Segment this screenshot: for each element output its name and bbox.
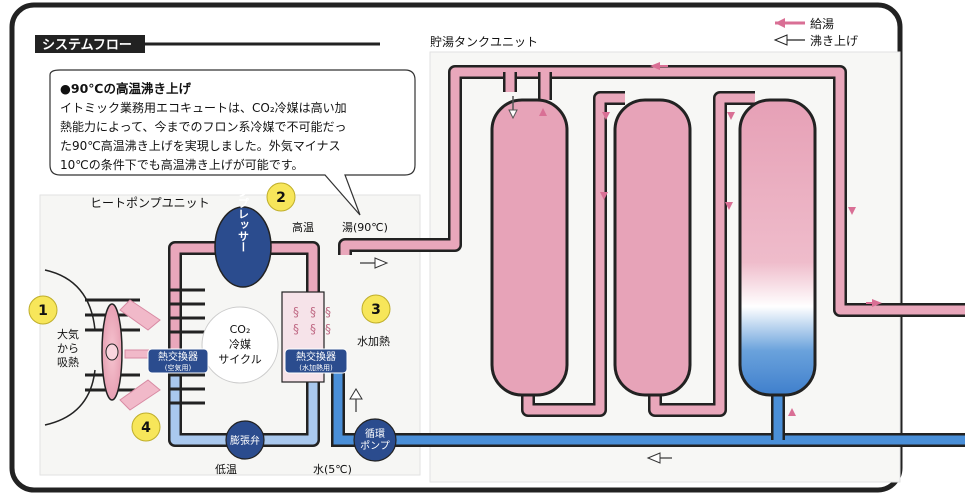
air-heat-exchanger-badge	[147, 348, 209, 374]
legend-supply-arrow	[775, 18, 785, 28]
legend-boil-arrow	[773, 34, 788, 46]
hot-water-label: 湯(90℃)	[342, 221, 388, 234]
svg-text:§: §	[310, 322, 316, 336]
pump-label-1: 循環	[365, 427, 385, 440]
svg-text:§: §	[310, 305, 316, 319]
air-heat-label-3: 吸熱	[57, 356, 79, 369]
svg-text:2: 2	[276, 190, 286, 206]
air-flow-curve-bottom	[44, 369, 96, 426]
co2-label-1: CO₂	[230, 323, 251, 336]
air-heat-label-1: 大気	[57, 327, 79, 341]
tank-unit-label: 貯湯タンクユニット	[430, 35, 538, 49]
cold-water-pipes	[331, 360, 965, 447]
water-hx-label-1: 熱交換器	[296, 350, 336, 363]
storage-tank-3	[738, 98, 817, 397]
step-marker-3: 3	[361, 294, 391, 324]
svg-text:§: §	[293, 305, 299, 319]
diagram-title: システムフロー	[42, 38, 132, 53]
flow-arrows	[349, 62, 882, 464]
expansion-valve-label: 膨張弁	[230, 434, 260, 447]
svg-text:§: §	[293, 322, 299, 336]
callout-line-1: イトミック業務用エコキュートは、CO₂冷媒は高い加	[60, 100, 347, 115]
step-marker-1: 1	[28, 295, 58, 325]
water-hx-label-2: (水加熱用)	[299, 363, 333, 372]
callout-heading: ●90℃の高温沸き上げ	[60, 81, 191, 96]
callout-line-2: 熱能力によって、今までのフロン系冷媒で不可能だっ	[60, 119, 346, 134]
fan-icon	[101, 303, 123, 401]
co2-label-3: サイクル	[218, 353, 261, 366]
air-hx-label-2: (空気用)	[165, 363, 192, 372]
callout-line-4: 10℃の条件下でも高温沸き上げが可能です。	[60, 157, 304, 172]
hot-water-pipes	[338, 65, 965, 417]
water-heating-label: 水加熱	[357, 335, 390, 348]
air-heat-label-2: から	[57, 342, 79, 355]
callout-bubble	[49, 69, 416, 216]
co2-label-2: 冷媒	[229, 338, 251, 351]
legend-supply-label: 給湯	[810, 17, 834, 31]
compressor	[214, 206, 272, 288]
step-marker-4: 4	[131, 412, 161, 442]
low-temp-label: 低温	[215, 463, 237, 476]
air-flow-curve-top	[44, 269, 96, 331]
storage-tank-1	[490, 98, 569, 397]
svg-text:3: 3	[371, 302, 381, 318]
water-heat-exchanger-badge	[284, 348, 348, 374]
svg-text:§: §	[325, 322, 331, 336]
svg-text:4: 4	[141, 420, 151, 436]
co2-cycle-circle	[201, 306, 279, 384]
compressor-label: コンプレッサー	[237, 176, 250, 253]
svg-text:§: §	[325, 305, 331, 319]
title-bar	[35, 35, 145, 53]
storage-tank-2	[613, 98, 692, 397]
pump-label-2: ポンプ	[360, 440, 390, 452]
step-marker-2: 2	[266, 182, 296, 212]
expansion-valve	[225, 420, 265, 460]
air-hx-label-1: 熱交換器	[158, 350, 198, 363]
callout-line-3: た90℃高温沸き上げを実現しました。外気マイナス	[60, 138, 341, 153]
high-temp-label: 高温	[292, 220, 314, 234]
legend-boil-label: 沸き上げ	[810, 34, 858, 48]
svg-text:1: 1	[38, 303, 48, 319]
heat-pump-label: ヒートポンプユニット	[90, 196, 210, 210]
water-temp-label: 水(5℃)	[313, 463, 352, 476]
circulation-pump	[353, 418, 397, 462]
